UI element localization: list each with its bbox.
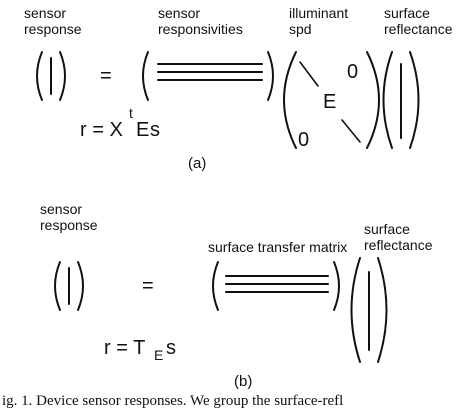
surface-left-paren bbox=[382, 51, 393, 149]
figure-caption: ig. 1. Device sensor responses. We group… bbox=[2, 393, 343, 408]
label-sensor-response-line1: sensor bbox=[24, 5, 66, 21]
panel-a-illuminant-matrix: E 0 0 bbox=[283, 51, 380, 151]
equation-b-lhs: r = T bbox=[104, 337, 145, 359]
matrix-left-paren bbox=[142, 51, 149, 101]
panel-b-equation: r = T E s bbox=[104, 337, 176, 363]
panel-label-a: (a) bbox=[188, 155, 206, 172]
equation-b-s: s bbox=[166, 337, 176, 359]
label-illuminant-line1: illuminant bbox=[289, 5, 348, 21]
equation-a-transpose: t bbox=[129, 105, 133, 121]
diag-upper-stroke bbox=[299, 61, 319, 87]
diag-zero-top: 0 bbox=[347, 61, 358, 83]
b-vector-right-paren bbox=[77, 261, 84, 311]
equals-sign-b: = bbox=[142, 275, 154, 297]
panel-a-labels: sensor response sensor responsivities il… bbox=[24, 5, 453, 37]
diag-left-paren bbox=[283, 51, 297, 149]
label-b-sensor-line1: sensor bbox=[40, 201, 82, 217]
label-b-sensor-line2: response bbox=[40, 217, 98, 233]
b-vector-left-paren bbox=[54, 261, 61, 311]
b-matrix-right-paren bbox=[333, 261, 340, 311]
panel-a-sensor-vector bbox=[36, 51, 66, 101]
label-b-surface-line2: reflectance bbox=[364, 237, 433, 253]
diag-E: E bbox=[323, 91, 336, 113]
label-illuminant-line2: spd bbox=[289, 21, 312, 37]
diag-lower-stroke bbox=[341, 119, 361, 143]
panel-a-responsivity-matrix bbox=[142, 51, 274, 101]
surface-right-paren bbox=[409, 51, 420, 149]
b-surface-left-paren bbox=[350, 257, 361, 363]
label-sensor-responsivities-line2: responsivities bbox=[158, 21, 243, 37]
equation-a-lhs: r = X bbox=[80, 119, 123, 141]
equation-a-E: E bbox=[136, 119, 149, 141]
b-surface-right-paren bbox=[377, 257, 388, 363]
equation-a-s: s bbox=[150, 119, 160, 141]
diag-right-paren bbox=[366, 51, 380, 149]
equation-b-subscript: E bbox=[154, 347, 163, 363]
panel-b-transfer-matrix bbox=[212, 261, 340, 311]
panel-b-labels: sensor response surface transfer matrix … bbox=[40, 201, 433, 255]
panel-a-surface-vector bbox=[382, 51, 420, 149]
label-b-transfer-matrix: surface transfer matrix bbox=[208, 239, 347, 255]
panel-label-b: (b) bbox=[234, 373, 252, 390]
label-b-surface-line1: surface bbox=[364, 221, 410, 237]
vector-left-paren bbox=[36, 51, 43, 101]
diag-zero-bottom: 0 bbox=[298, 129, 309, 151]
b-matrix-left-paren bbox=[212, 261, 219, 311]
matrix-right-paren bbox=[267, 51, 274, 101]
equals-sign-a: = bbox=[100, 65, 112, 87]
label-sensor-responsivities-line1: sensor bbox=[158, 5, 200, 21]
label-surface-line2: reflectance bbox=[384, 21, 453, 37]
panel-b-surface-vector bbox=[350, 257, 388, 363]
label-surface-line1: surface bbox=[384, 5, 430, 21]
vector-right-paren bbox=[59, 51, 66, 101]
panel-a-equation: r = X E s t bbox=[80, 105, 160, 141]
label-sensor-response-line2: response bbox=[24, 21, 82, 37]
panel-b-sensor-vector bbox=[54, 261, 84, 311]
